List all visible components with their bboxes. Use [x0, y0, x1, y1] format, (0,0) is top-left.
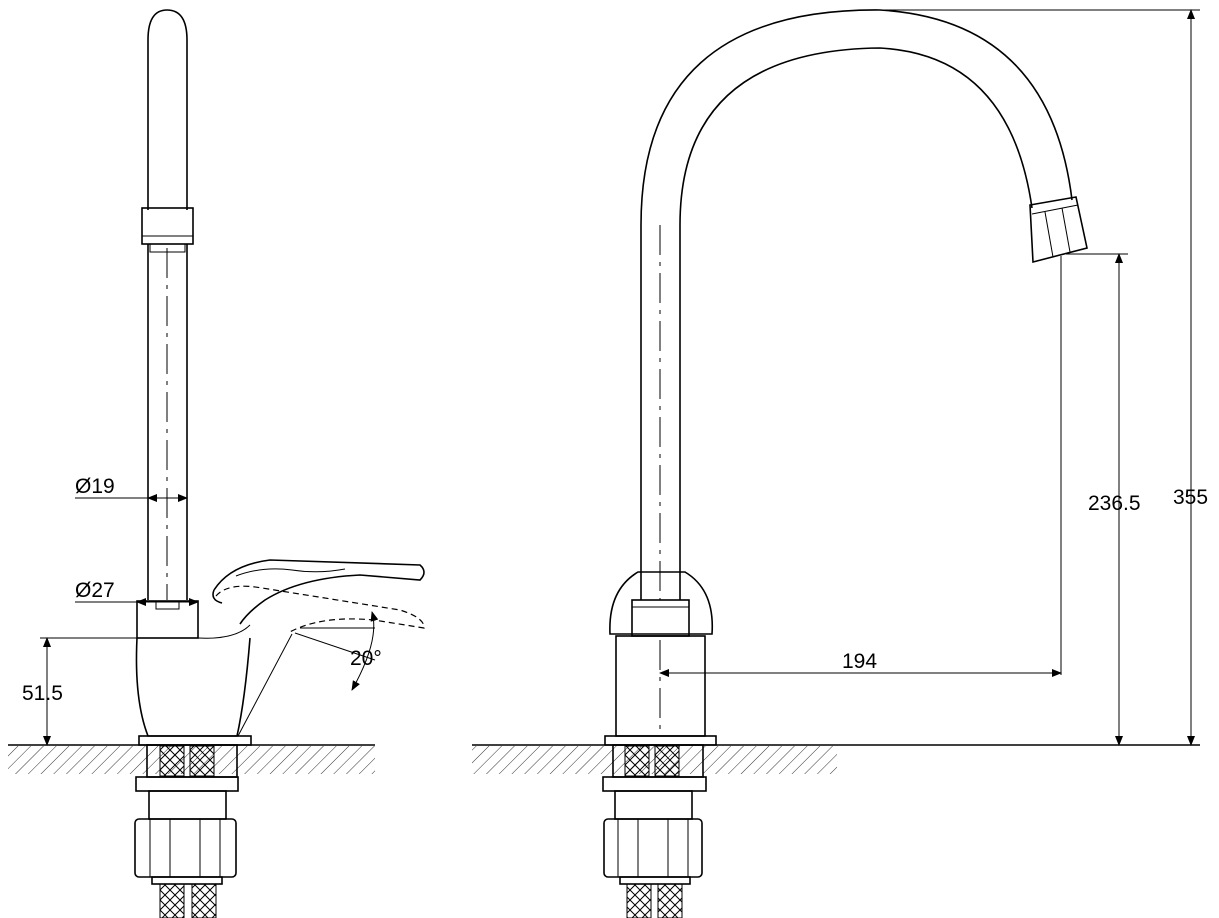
lever-handle-side: [212, 559, 425, 625]
base-diameter-label: Ø27: [75, 579, 115, 602]
gooseneck-spout: [640, 9, 1088, 600]
countertop-right: [472, 744, 1200, 774]
spout-reach-label: 194: [842, 650, 877, 673]
outlet-height-label: 236.5: [1088, 492, 1141, 515]
height-355-dimension: 355: [880, 9, 1208, 746]
lever-handle-rotated: [215, 585, 425, 737]
reach-194-dimension: 194: [659, 256, 1062, 677]
height-51-5-dimension: 51.5: [22, 637, 137, 746]
height-236-5-dimension: 236.5: [1066, 253, 1141, 746]
base-collar-side: [135, 600, 251, 737]
angle-label: 20°: [350, 647, 382, 670]
body-height-label: 51.5: [22, 682, 63, 705]
pipe-diameter-label: Ø19: [75, 475, 115, 498]
angle-dimension: 20°: [294, 611, 382, 691]
front-view: 194 236.5 355: [472, 9, 1208, 918]
faucet-body-front: [609, 571, 714, 737]
spout-pipe-side: [141, 9, 194, 600]
diameter-19-dimension: Ø19: [75, 475, 188, 502]
diameter-27-dimension: Ø27: [75, 579, 199, 606]
mounting-hardware-left: [134, 735, 252, 918]
mounting-hardware-right: [602, 735, 717, 918]
side-view: 20° Ø19 Ø27: [8, 9, 425, 918]
total-height-label: 355: [1173, 486, 1208, 509]
